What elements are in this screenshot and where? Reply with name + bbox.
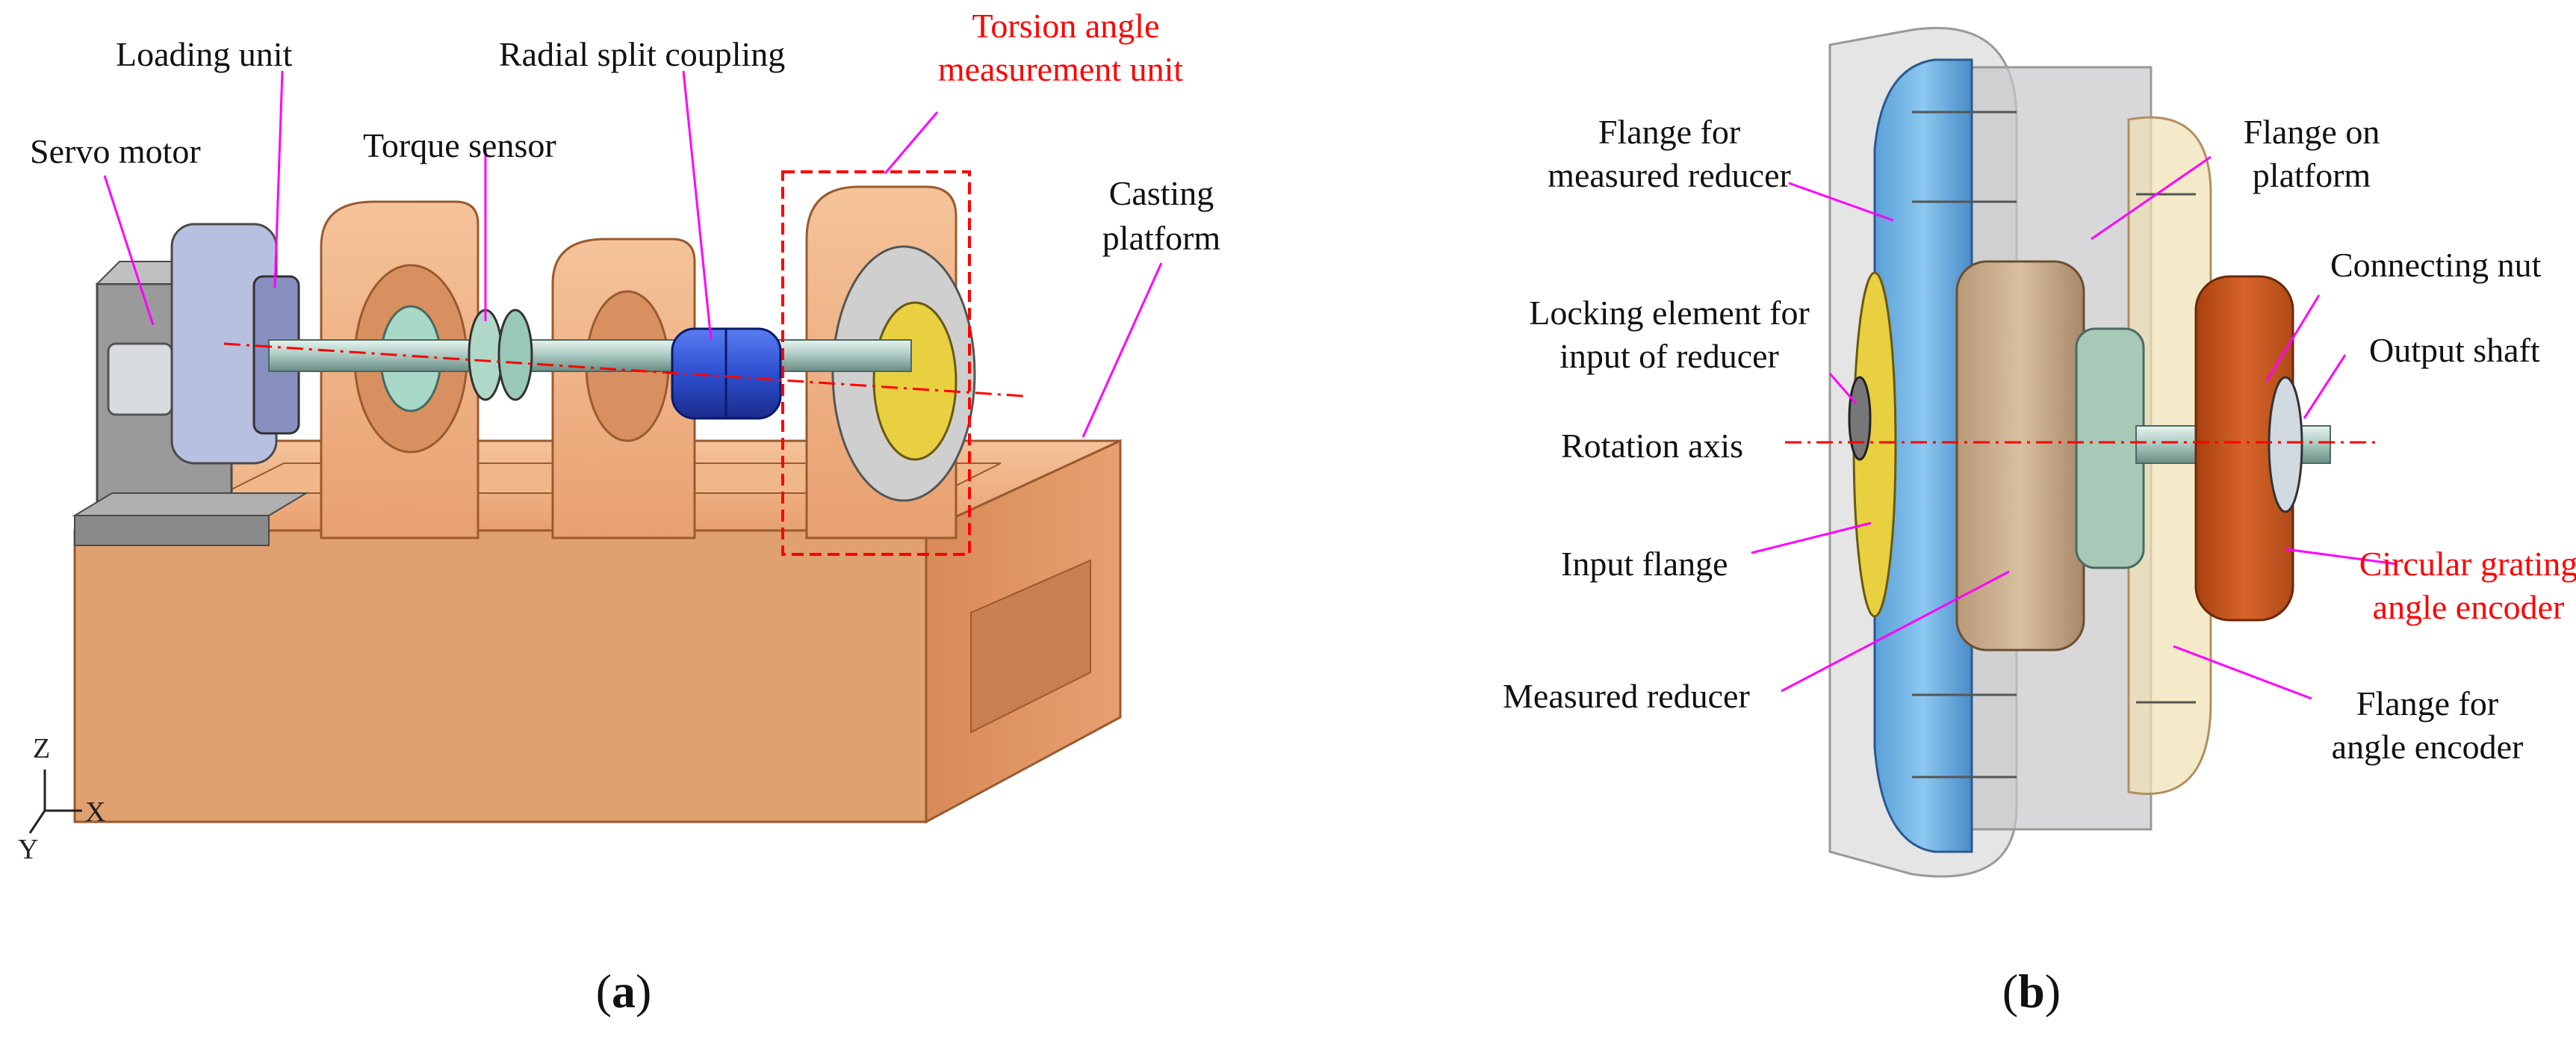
panel-a-leader-lines — [103, 70, 1163, 438]
label-input-flange: Input flange — [1561, 545, 1728, 583]
label-torque-sensor: Torque sensor — [363, 126, 556, 164]
drive-shaft — [268, 339, 912, 372]
measured-reducer — [1955, 260, 2085, 652]
caption-a: (a) — [595, 965, 652, 1018]
panel-b-leader-lines — [1751, 155, 2398, 700]
reducer-hub — [2075, 327, 2145, 569]
label-output-shaft: Output shaft — [2369, 331, 2540, 369]
motor-base-front — [74, 515, 270, 546]
label-flange-measured-line1: Flange for — [1598, 113, 1741, 151]
axis-label-x: X — [85, 796, 106, 828]
label-grating-line1: Circular grating — [2359, 545, 2576, 583]
servo-motor-cap — [107, 342, 173, 416]
connecting-nut — [2268, 376, 2303, 513]
label-torsion-unit-line2: measurement unit — [937, 50, 1184, 88]
locking-element — [1848, 376, 1872, 461]
label-locking-line1: Locking element for — [1529, 294, 1810, 332]
axis-label-z: Z — [33, 733, 51, 764]
panel-b-drawing — [1751, 27, 2398, 878]
caption-a-letter: a — [612, 965, 636, 1018]
label-flange-encoder-line1: Flange for — [2356, 684, 2499, 722]
flange-for-measured-reducer — [1873, 58, 1973, 853]
label-connecting-nut: Connecting nut — [2330, 246, 2542, 284]
casting-platform-front — [73, 529, 928, 823]
label-measured-reducer: Measured reducer — [1503, 677, 1750, 715]
label-flange-encoder-line2: angle encoder — [2331, 728, 2524, 766]
label-rotation-axis: Rotation axis — [1561, 427, 1744, 465]
torsion-unit-box — [781, 170, 971, 556]
torque-sensor-disc-2 — [497, 309, 533, 401]
platform-slot — [970, 559, 1091, 734]
label-grating-line2: angle encoder — [2372, 588, 2565, 626]
label-locking-line2: input of reducer — [1559, 337, 1779, 375]
label-casting-line1: Casting — [1108, 174, 1214, 212]
motor-base-plate — [72, 492, 309, 516]
label-flange-measured-line2: measured reducer — [1548, 156, 1791, 194]
torque-sensor-disc-1 — [468, 309, 503, 401]
coordinate-axes — [28, 770, 82, 834]
pedestal-3-yellow-flange — [872, 301, 958, 461]
label-flange-platform-line1: Flange on — [2243, 113, 2380, 151]
label-servo-motor: Servo motor — [30, 132, 201, 170]
panel-a-rotation-axis — [223, 342, 1024, 397]
caption-b: (b) — [2002, 965, 2061, 1018]
caption-b-letter: b — [2018, 965, 2045, 1018]
label-casting-line2: platform — [1102, 219, 1221, 257]
axis-label-y: Y — [18, 834, 39, 865]
panel-a-drawing — [28, 70, 1163, 834]
label-torsion-unit-line1: Torsion angle — [972, 7, 1160, 45]
label-radial-split-coupling: Radial split coupling — [499, 35, 786, 73]
label-flange-platform-line2: platform — [2252, 156, 2371, 194]
label-loading-unit: Loading unit — [116, 35, 293, 73]
flange-bolts — [1912, 111, 2196, 779]
